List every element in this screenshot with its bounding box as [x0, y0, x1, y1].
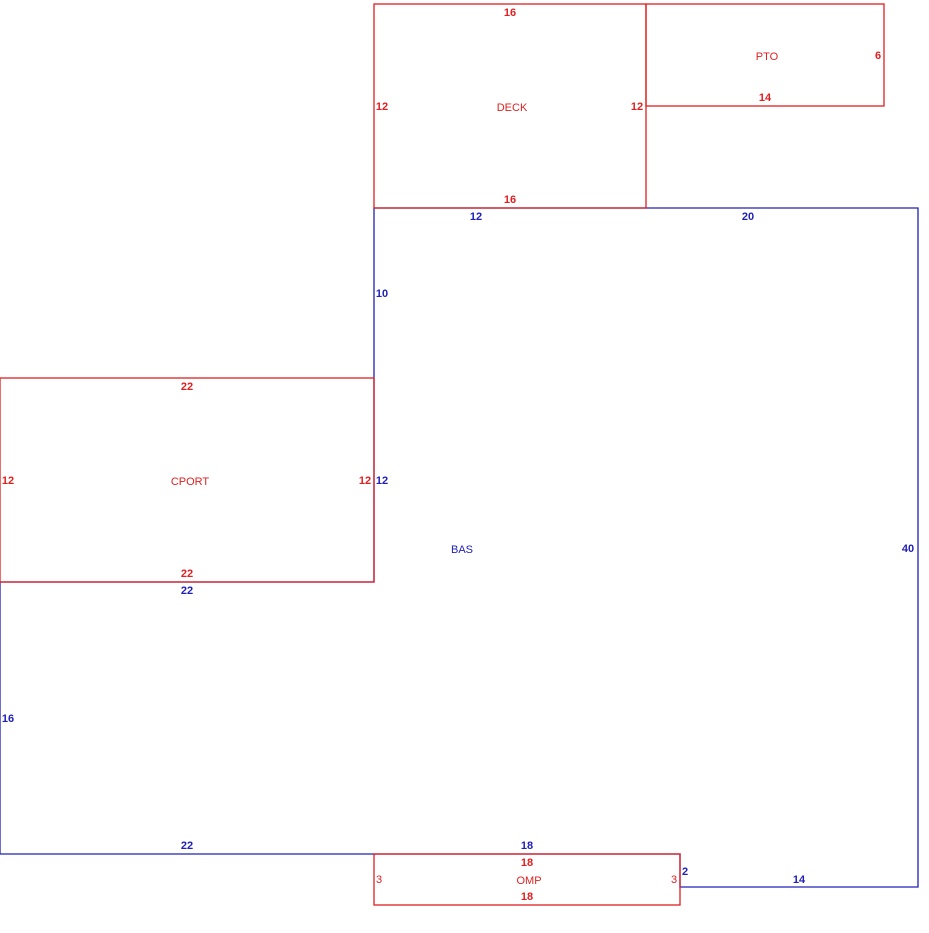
bas-dim-bottom-right: 14 [793, 874, 806, 886]
bas-dim-step-right: 2 [682, 866, 688, 878]
pto-label: PTO [756, 51, 779, 63]
bas-dim-top-left: 12 [470, 211, 482, 223]
bas-dim-bottom-mid: 18 [521, 840, 533, 852]
pto-outline [645, 3, 885, 107]
omp-dim-right: 3 [671, 874, 677, 886]
cport-outline [0, 377, 375, 583]
omp-dim-left: 3 [376, 874, 382, 886]
cport-dim-right: 12 [359, 475, 371, 487]
bas-dim-right: 40 [902, 543, 914, 555]
cport-dim-bottom: 22 [181, 568, 193, 580]
cport-dim-top: 22 [181, 381, 193, 393]
omp-dim-bottom: 18 [521, 891, 533, 903]
bas-dim-left-upper: 10 [376, 288, 388, 300]
deck-label: DECK [497, 102, 528, 114]
bas-dim-left-mid: 12 [376, 475, 388, 487]
cport-dim-left: 12 [2, 475, 14, 487]
deck-dim-bottom: 16 [504, 194, 516, 206]
deck-dim-right: 12 [631, 101, 643, 113]
omp-label: OMP [516, 875, 541, 887]
bas-label: BAS [451, 544, 473, 556]
cport-label: CPORT [171, 476, 210, 488]
pto-dim-right: 6 [875, 50, 881, 62]
deck-dim-left: 12 [376, 101, 388, 113]
pto-dim-bottom: 14 [759, 92, 772, 104]
bas-dim-left-lower: 16 [2, 713, 14, 725]
omp-dim-top: 18 [521, 857, 533, 869]
bas-dim-top-right: 20 [742, 211, 754, 223]
bas-dim-bottom-left: 22 [181, 840, 193, 852]
bas-dim-step-top: 22 [181, 585, 193, 597]
deck-dim-top: 16 [504, 7, 516, 19]
omp-outline [373, 853, 681, 906]
